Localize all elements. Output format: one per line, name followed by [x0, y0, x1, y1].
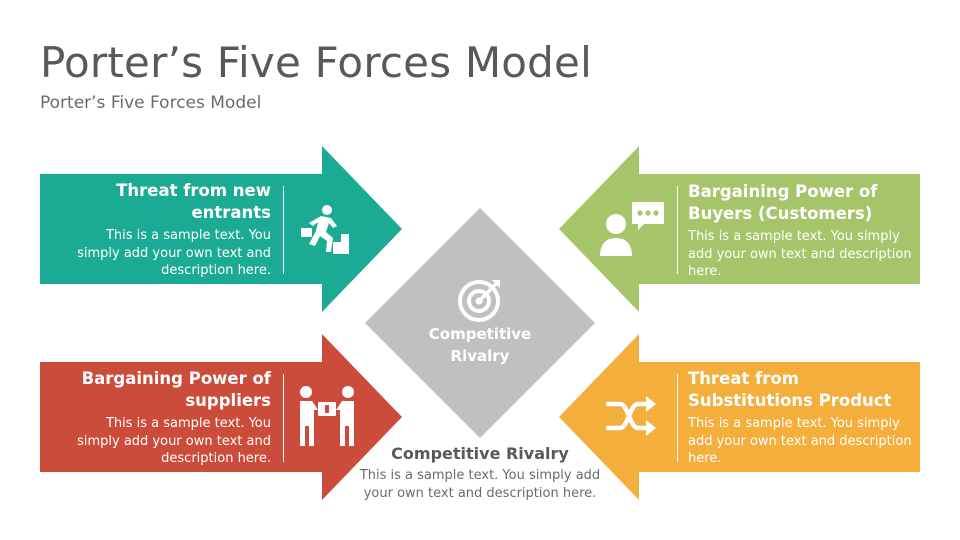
page-subtitle: Porter’s Five Forces Model — [40, 93, 262, 113]
customer-speech-bubble-icon — [600, 202, 664, 256]
buyers-divider — [677, 186, 678, 274]
people-exchange-box-icon — [300, 386, 354, 446]
rivalry-description: This is a sample text. You simply add yo… — [359, 468, 601, 501]
substitutes-divider — [677, 374, 678, 462]
substitutes-text: Threat from Substitutions Product This i… — [688, 368, 913, 468]
new-entrants-description: This is a sample text. You simply add yo… — [77, 228, 271, 278]
running-person-stairs-icon — [301, 205, 349, 254]
target-arrow-icon — [458, 280, 500, 322]
new-entrants-text: Threat from new entrants This is a sampl… — [60, 180, 271, 280]
arrow-bargaining-buyers — [559, 146, 920, 312]
new-entrants-divider — [283, 186, 284, 274]
buyers-heading: Bargaining Power of Buyers (Customers) — [688, 182, 878, 223]
suppliers-description: This is a sample text. You simply add yo… — [77, 416, 271, 466]
shuffle-icon — [605, 396, 656, 436]
suppliers-divider — [283, 374, 284, 462]
buyers-text: Bargaining Power of Buyers (Customers) T… — [688, 181, 913, 281]
suppliers-heading: Bargaining Power of suppliers — [81, 369, 271, 410]
arrow-bargaining-suppliers — [40, 334, 402, 500]
buyers-description: This is a sample text. You simply add yo… — [688, 229, 912, 279]
page-title: Porter’s Five Forces Model — [40, 38, 592, 87]
rivalry-heading: Competitive Rivalry — [391, 444, 569, 463]
center-diamond — [365, 208, 595, 438]
substitutes-description: This is a sample text. You simply add yo… — [688, 416, 912, 466]
center-label: Competitive Rivalry — [428, 325, 532, 365]
substitutes-heading: Threat from Substitutions Product — [688, 369, 892, 410]
arrow-threat-substitutes — [559, 334, 920, 500]
suppliers-text: Bargaining Power of suppliers This is a … — [60, 368, 271, 468]
new-entrants-heading: Threat from new entrants — [116, 181, 271, 222]
arrow-threat-new-entrants — [40, 146, 402, 312]
